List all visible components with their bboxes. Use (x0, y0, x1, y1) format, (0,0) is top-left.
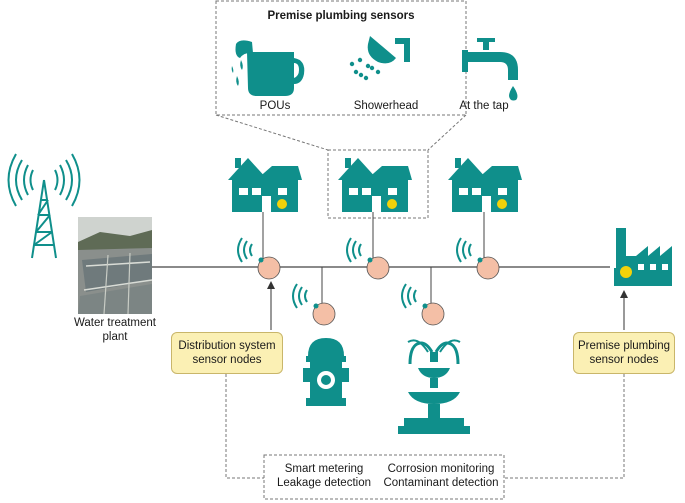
pous-label: POUs (259, 100, 291, 112)
sensor-node (346, 237, 390, 280)
plant-label: Water treatment plant (73, 317, 157, 343)
sensor-node (456, 237, 500, 280)
treatment-plant-photo (78, 217, 153, 315)
wifi-signal-icon (292, 283, 308, 309)
fire-hydrant-icon (303, 338, 349, 406)
house-icon (228, 158, 302, 212)
premise-panel-title: Premise plumbing sensors (267, 10, 415, 22)
radio-tower-icon (7, 153, 81, 259)
fountain-icon (398, 339, 470, 434)
applications-left: Smart metering Leakage detection (277, 463, 371, 489)
house-icon (448, 158, 522, 212)
zoom-line-right (427, 114, 467, 151)
highlighted-house-frame (327, 149, 429, 219)
showerhead-label: Showerhead (353, 100, 419, 112)
applications-right: Corrosion monitoring Contaminant detecti… (383, 463, 499, 489)
factory-icon (614, 228, 672, 286)
sensor-node (237, 237, 281, 280)
distribution-nodes-label: Distribution system sensor nodes (171, 332, 283, 374)
zoom-line-left (215, 114, 329, 151)
sensor-node (401, 283, 445, 326)
house-icon (338, 158, 412, 212)
applications-frame (263, 454, 505, 500)
faucet-icon (462, 38, 518, 101)
wifi-signal-icon (401, 283, 417, 309)
showerhead-icon (349, 36, 410, 81)
premise-nodes-label: Premise plumbing sensor nodes (573, 332, 675, 374)
wifi-signal-icon (456, 237, 472, 263)
at-the-tap-label: At the tap (459, 100, 509, 112)
pitcher-icon (231, 40, 305, 96)
sensor-node (292, 283, 336, 326)
wifi-signal-icon (346, 237, 362, 263)
wifi-signal-icon (237, 237, 253, 263)
